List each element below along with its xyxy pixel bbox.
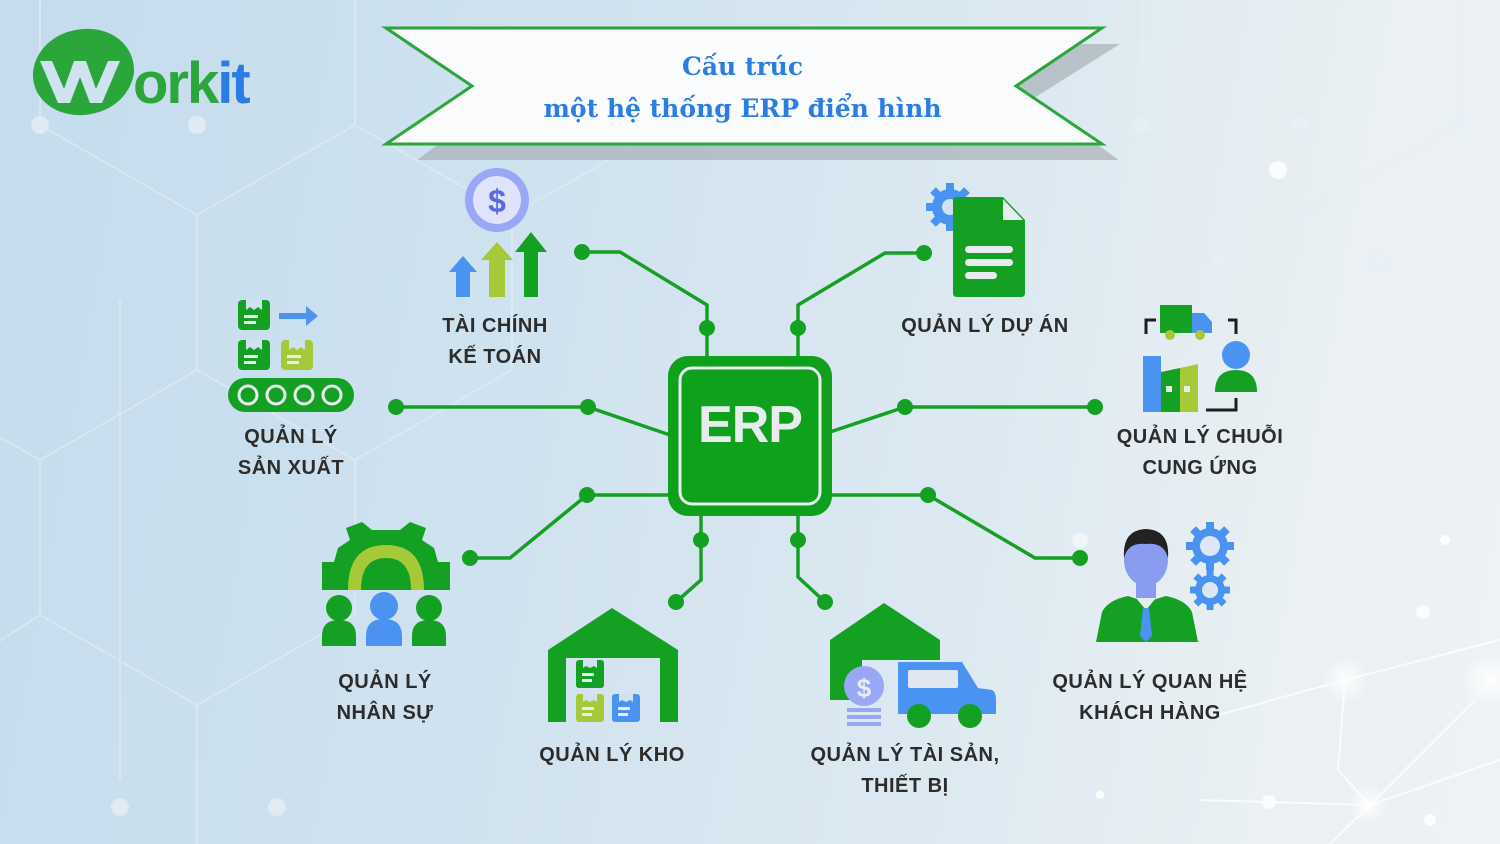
module-project[interactable]: QUẢN LÝ DỰ ÁN [880,311,1090,342]
module-finance-line2: KẾ TOÁN [448,346,542,368]
connector-nodes [388,244,1103,610]
module-crm-line1: QUẢN LÝ QUAN HỆ [1052,671,1248,693]
module-assets-line1: QUẢN LÝ TÀI SẢN, [810,744,1000,766]
businessman-gears-icon [1096,522,1234,642]
title-line-1: Cấu trúc [681,52,804,81]
module-assets[interactable]: QUẢN LÝ TÀI SẢN, THIẾT BỊ [790,740,1020,802]
module-hr-line2: NHÂN SỰ [336,702,434,724]
title-banner [381,26,1120,160]
module-production-line2: SẢN XUẤT [237,457,345,479]
module-project-line1: QUẢN LÝ DỰ ÁN [901,315,1069,337]
module-assets-line2: THIẾT BỊ [861,775,949,797]
module-supply-chain[interactable]: QUẢN LÝ CHUỖI CUNG ỨNG [1100,422,1300,484]
module-hr-line1: QUẢN LÝ [338,671,432,693]
erp-center-label: ERP [698,396,803,454]
workit-w-mark-icon [32,28,135,116]
team-gear-icon [322,522,450,646]
document-gear-icon [926,183,1025,297]
module-hr[interactable]: QUẢN LÝ NHÂN SỰ [300,667,470,729]
module-finance[interactable]: TÀI CHÍNH KẾ TOÁN [420,311,570,373]
workit-logo[interactable]: orkit [30,25,251,120]
svg-text:$: $ [857,673,872,703]
module-production[interactable]: QUẢN LÝ SẢN XUẤT [206,422,376,484]
conveyor-belt-icon [228,300,354,412]
module-finance-line1: TÀI CHÍNH [442,315,548,337]
title-line-2: một hệ thống ERP điển hình [543,94,942,123]
workit-wordmark: orkit [133,51,251,116]
page-title: Cấu trúc một hệ thống ERP điển hình [380,46,1105,130]
module-warehouse-line1: QUẢN LÝ KHO [539,744,685,766]
module-crm[interactable]: QUẢN LÝ QUAN HỆ KHÁCH HÀNG [1030,667,1270,729]
assets-truck-icon: $ [830,603,996,728]
module-supply-chain-line2: CUNG ỨNG [1142,457,1258,479]
svg-text:$: $ [488,183,506,219]
erp-chip [668,356,832,516]
module-crm-line2: KHÁCH HÀNG [1079,702,1221,724]
module-supply-chain-line1: QUẢN LÝ CHUỖI [1116,426,1284,448]
module-production-line1: QUẢN LÝ [244,426,338,448]
supply-chain-icon [1143,305,1257,412]
warehouse-icon [548,608,678,722]
finance-growth-icon: $ [449,168,547,297]
module-warehouse[interactable]: QUẢN LÝ KHO [522,740,702,771]
